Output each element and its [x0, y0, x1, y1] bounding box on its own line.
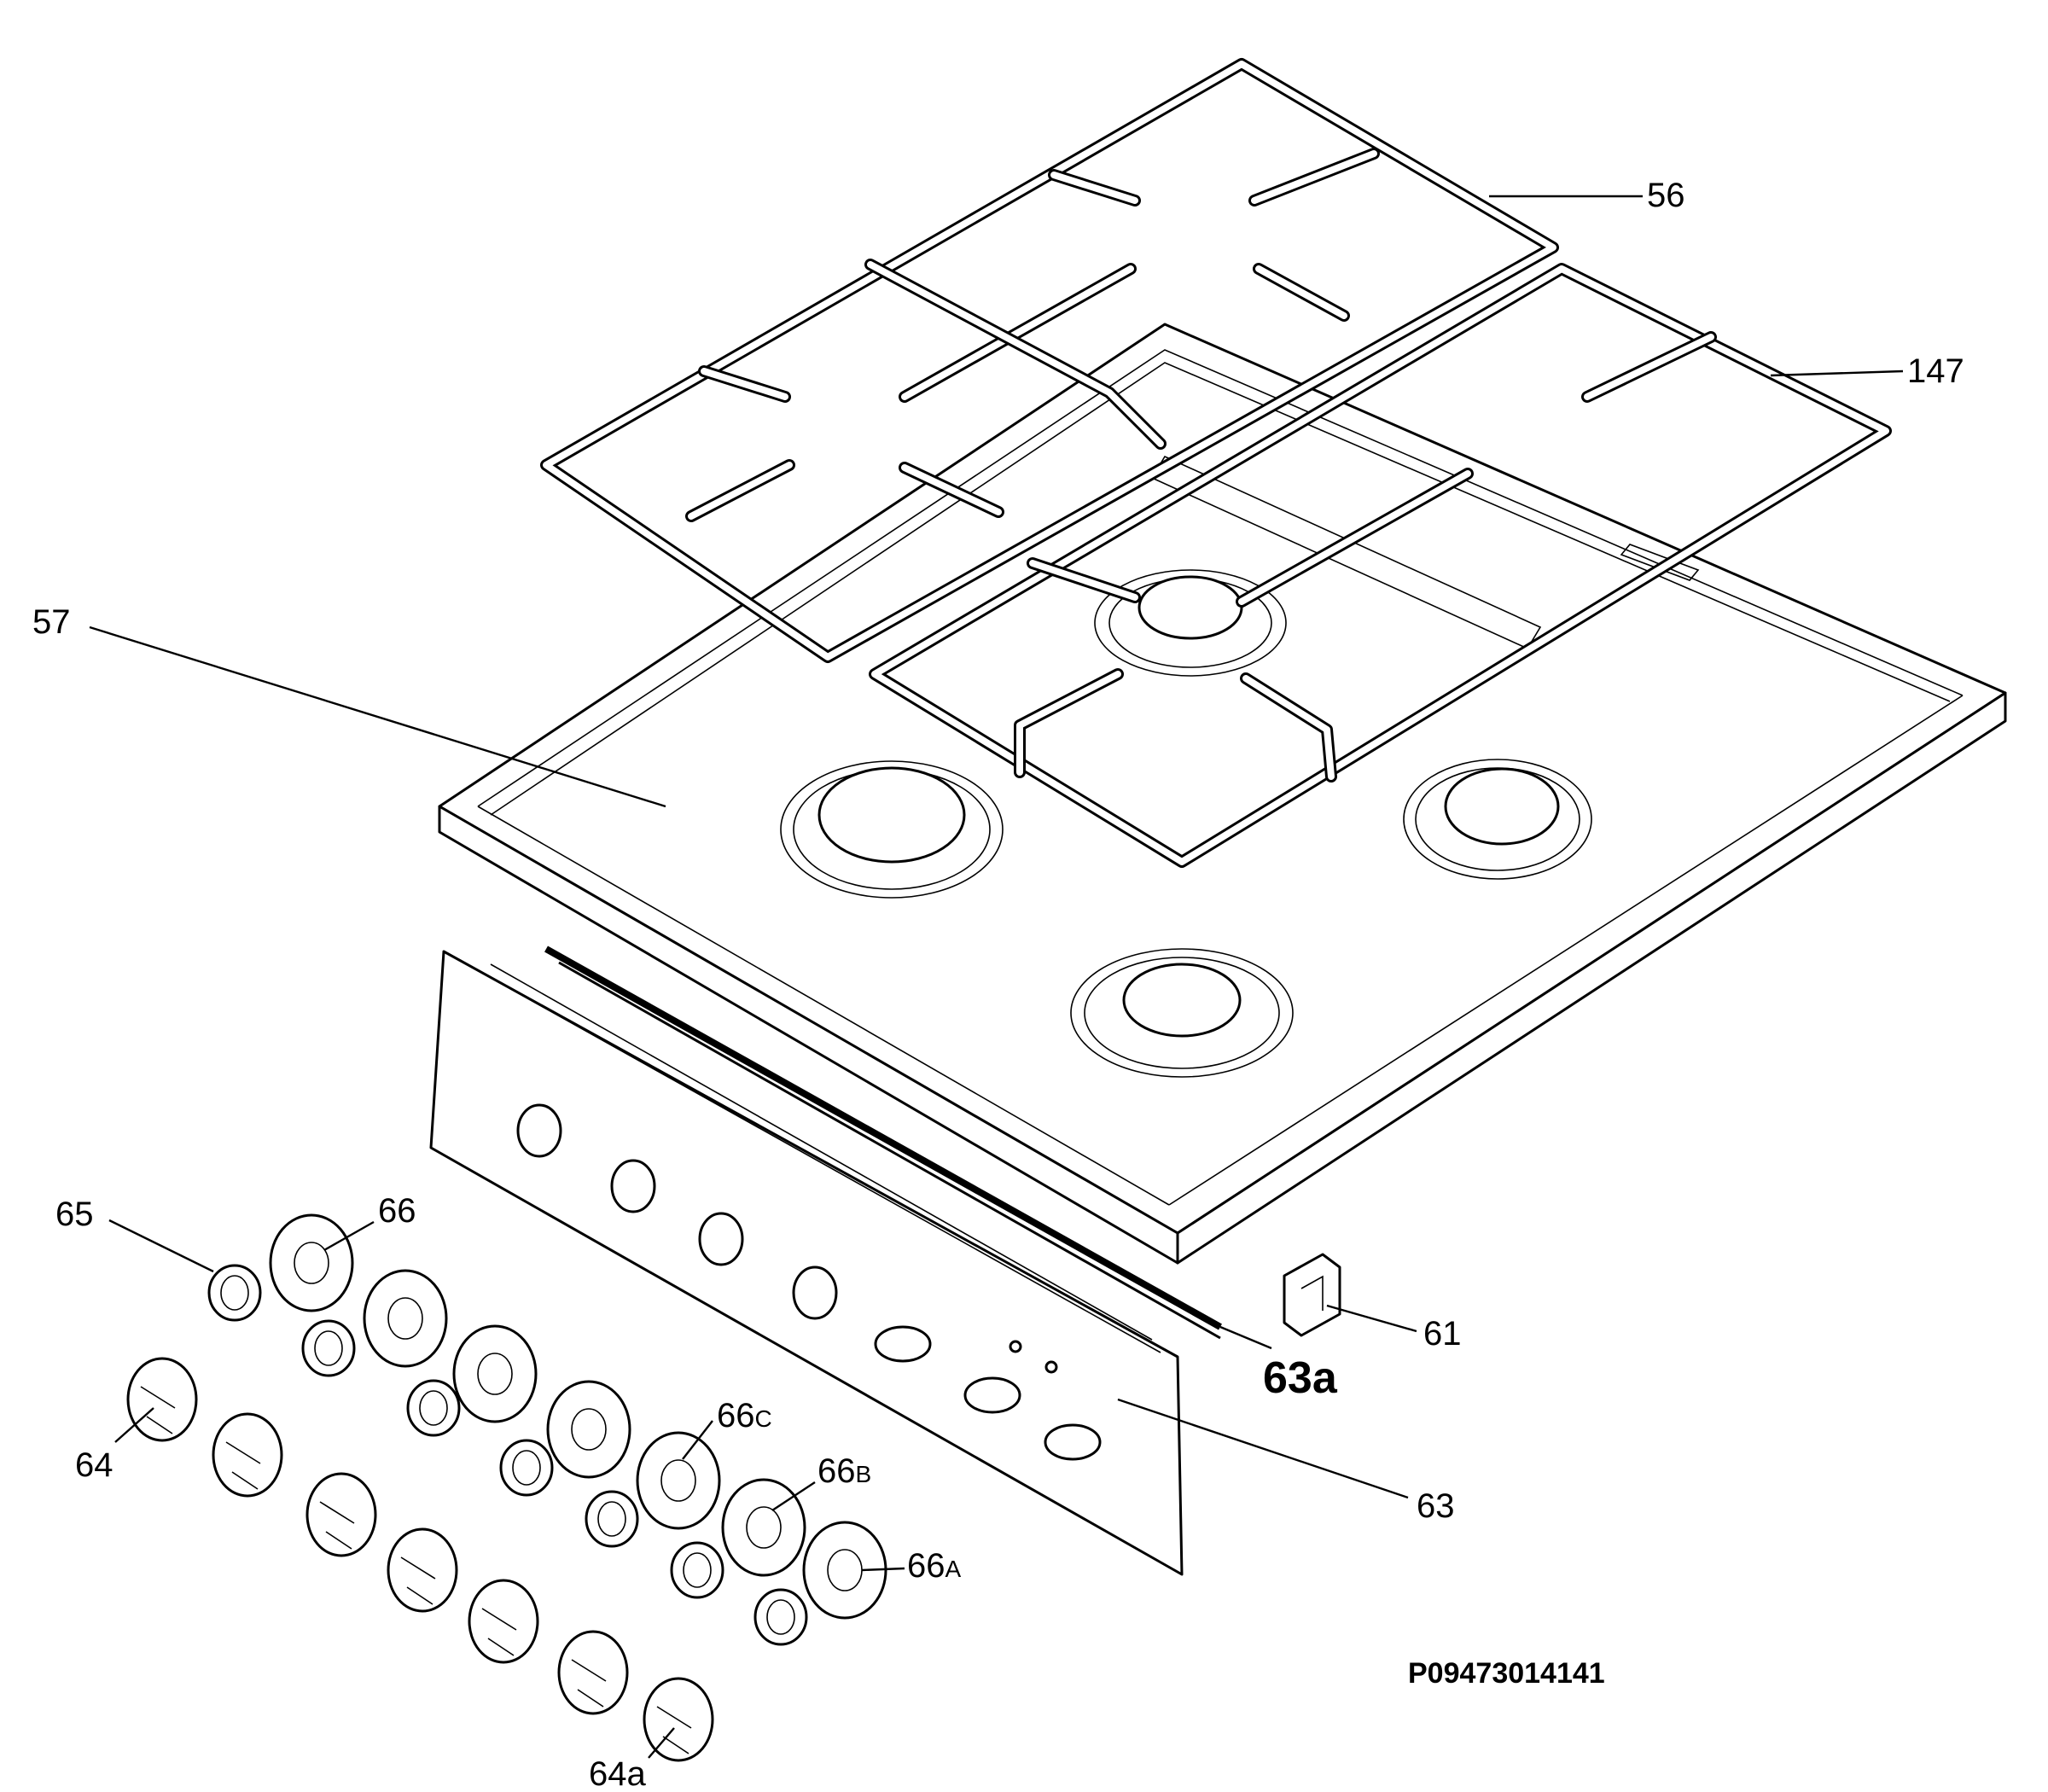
gasket-strip [544, 945, 1222, 1340]
control-knob [468, 1579, 539, 1664]
label-66b: 66B [817, 1452, 871, 1490]
spring [207, 1264, 262, 1322]
label-61: 61 [1423, 1315, 1462, 1353]
label-56: 56 [1647, 177, 1685, 214]
burner-front [1070, 948, 1294, 1078]
control-knob [387, 1527, 458, 1613]
bezel-ring [452, 1324, 538, 1423]
control-knob [126, 1357, 198, 1442]
pan-support-grate-side [869, 263, 1892, 868]
spring [301, 1319, 356, 1377]
spring [670, 1541, 724, 1599]
control-knob [557, 1630, 629, 1715]
label-147: 147 [1907, 352, 1964, 390]
label-57: 57 [32, 603, 71, 641]
pan-support-grate-main [540, 58, 1559, 663]
hob-top [438, 323, 2007, 1265]
control-knob-last [643, 1677, 714, 1762]
label-66b-number: 66 [817, 1452, 856, 1490]
bezel-ring-b [721, 1478, 806, 1577]
burner-right [1403, 759, 1592, 880]
bezel-ring [546, 1380, 631, 1479]
spring [585, 1490, 639, 1548]
leader-lines [89, 195, 1904, 1759]
label-66c: 66C [717, 1397, 772, 1434]
bezel-ring-c [636, 1431, 721, 1530]
control-panel [429, 950, 1184, 1576]
label-66a: 66A [907, 1547, 962, 1585]
control-knob [212, 1412, 283, 1498]
label-66c-number: 66 [717, 1397, 755, 1434]
knob-row [126, 1357, 714, 1762]
label-63a: 63a [1263, 1353, 1338, 1403]
label-66a-number: 66 [907, 1547, 945, 1585]
burner-front-left [780, 760, 1004, 899]
spring [499, 1439, 554, 1497]
drawing-code: P09473014141 [1408, 1657, 1605, 1690]
clip [1283, 1253, 1341, 1337]
label-63: 63 [1417, 1487, 1455, 1525]
bezel-ring [269, 1213, 354, 1312]
label-64a: 64a [589, 1755, 646, 1792]
part-labels: 56 147 57 65 66 61 63a 63 64 66C 66B 66A… [32, 177, 1964, 1792]
label-66a-suffix: A [945, 1556, 962, 1582]
spring [753, 1588, 808, 1646]
label-66b-suffix: B [856, 1461, 872, 1487]
label-65: 65 [55, 1196, 94, 1233]
label-66: 66 [378, 1192, 416, 1230]
control-knob [305, 1472, 377, 1557]
ring-row [269, 1213, 887, 1620]
burner-rear-center [1094, 569, 1287, 677]
label-66c-suffix: C [755, 1405, 772, 1432]
label-64: 64 [75, 1446, 113, 1484]
spring-row [207, 1264, 808, 1646]
bezel-ring [363, 1269, 448, 1368]
spring [406, 1379, 461, 1437]
